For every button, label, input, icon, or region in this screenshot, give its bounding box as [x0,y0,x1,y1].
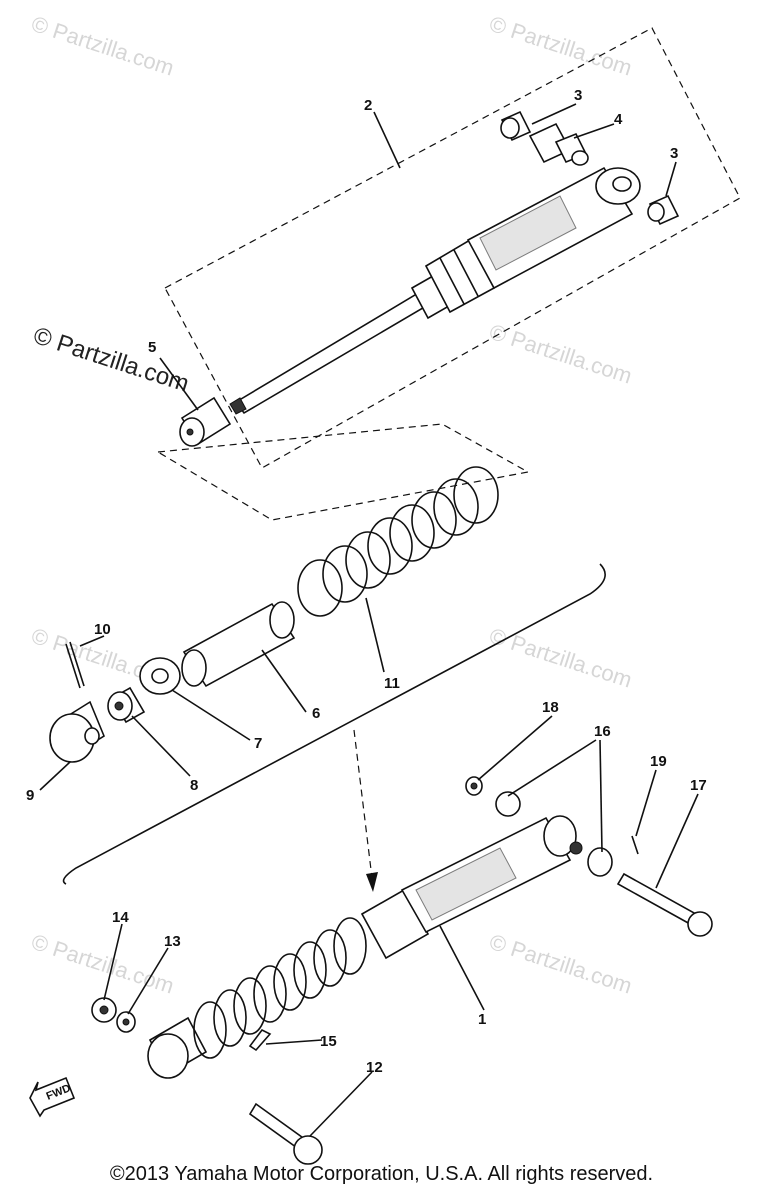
coil-spring [297,466,499,617]
watermark: © Partzilla.com [486,929,635,999]
callout-8: 8 [190,777,198,794]
group-boundary [62,563,606,885]
shock-absorber-assembly-outline [156,27,741,521]
watermark: © Partzilla.com [486,11,635,81]
callout-16: 16 [594,723,611,740]
callout-14: 14 [112,909,129,926]
end-cap [49,641,105,763]
callout-3: 3 [574,87,582,104]
callout-4: 4 [614,111,623,128]
watermark: © Partzilla.com [28,11,177,81]
callout-9: 9 [26,787,34,804]
watermark: © Partzilla.com [30,322,192,398]
bushing [107,686,146,724]
callout-3: 3 [670,145,678,162]
pin-and-bolt-12 [248,1028,323,1165]
callout-12: 12 [366,1059,383,1076]
callout-2: 2 [364,97,372,114]
watermark: © Partzilla.com [486,319,635,389]
callout-1: 1 [478,1011,486,1028]
bushings-and-collar [500,110,680,226]
watermark: © Partzilla.com [28,929,177,999]
watermark: © Partzilla.com [486,623,635,693]
shock-absorber-body [229,166,641,415]
callouts: 1 2 3 3 4 5 6 7 8 9 10 11 12 13 14 15 16… [26,87,707,1076]
callout-17: 17 [690,777,707,794]
nuts-13-14 [91,997,136,1033]
dust-tube [181,601,296,688]
forward-direction-badge: FWD [29,1076,76,1118]
assembly-arrow [353,729,378,892]
washers-16-18 [465,776,613,877]
callout-6: 6 [312,705,320,722]
callout-19: 19 [650,753,667,770]
callout-18: 18 [542,699,559,716]
bump-stop [179,396,232,447]
callout-15: 15 [320,1033,337,1050]
callout-11: 11 [384,675,400,692]
callout-13: 13 [164,933,181,950]
copyright-notice: ©2013 Yamaha Motor Corporation, U.S.A. A… [109,1163,654,1185]
leader-lines [39,103,699,1137]
bolt-17 [616,835,713,937]
callout-5: 5 [148,339,156,356]
washer [139,657,181,695]
callout-7: 7 [254,735,262,752]
assembled-shock-absorber [147,815,583,1079]
callout-10: 10 [94,621,111,638]
